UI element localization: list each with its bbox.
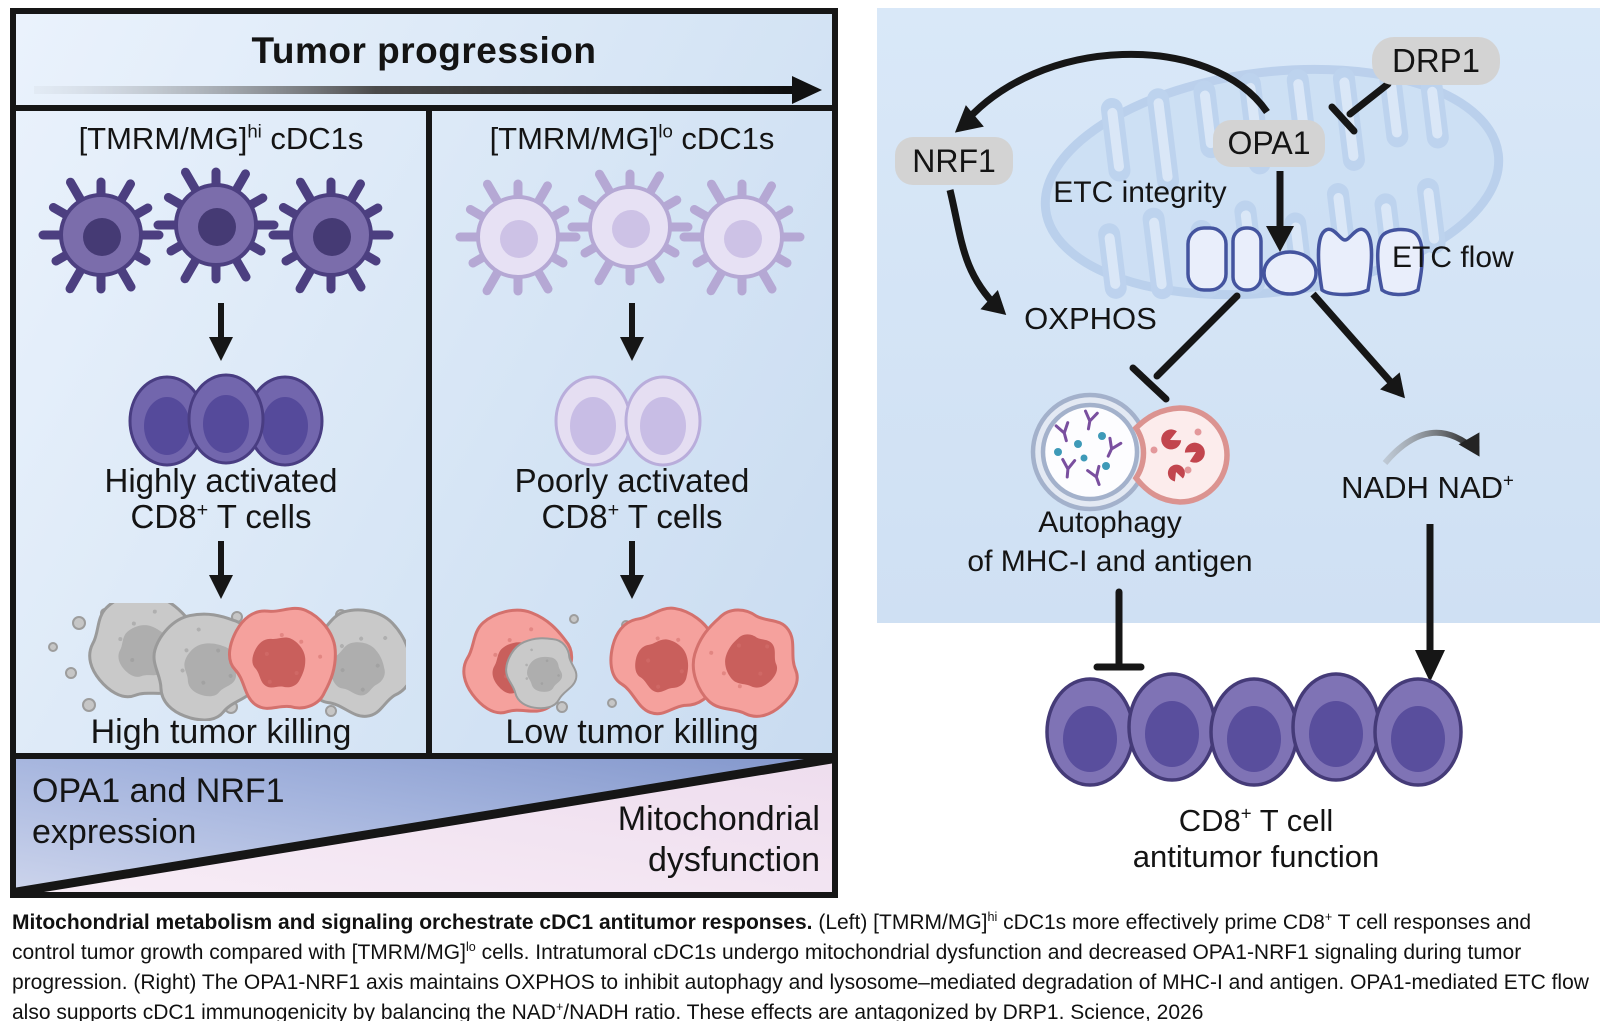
comparison-columns: [TMRM/MG]hi cDC1s Highly activated CD8+ … — [16, 111, 832, 759]
column-tmrm-hi: [TMRM/MG]hi cDC1s Highly activated CD8+ … — [16, 111, 426, 753]
killing-label: Low tumor killing — [505, 713, 759, 751]
left-panel: Tumor progression [TMRM/MG]hi cDC1s — [10, 8, 838, 898]
etc-integrity-label: ETC integrity — [1053, 176, 1227, 209]
down-arrow-icon — [602, 303, 662, 365]
tumor-killing-hi-illustration — [48, 603, 406, 721]
down-arrow-icon — [602, 541, 662, 603]
activation-label: Highly activated CD8+ T cells — [104, 462, 338, 535]
activated-tcells-illustration — [130, 375, 322, 465]
drp1-pill: DRP1 — [1372, 37, 1500, 85]
tumor-progression-arrow-icon — [34, 76, 822, 104]
opa1-pill: OPA1 — [1213, 120, 1325, 167]
mitochondrial-dysfunction-label: Mitochondrial dysfunction — [617, 800, 820, 879]
column-divider — [426, 111, 432, 753]
dendritic-cells-hi-illustration — [43, 172, 389, 289]
poorly-activated-tcells-illustration — [556, 377, 700, 465]
tumor-progression-title: Tumor progression — [251, 30, 597, 71]
cd8-tcells-illustration — [1045, 672, 1463, 787]
dendritic-cells-lo-illustration — [460, 174, 800, 291]
down-arrow-icon — [191, 303, 251, 365]
column-tmrm-lo-header: [TMRM/MG]lo cDC1s — [489, 120, 775, 156]
nadh-nad-label: NADH NAD+ — [1341, 469, 1514, 505]
activation-label: Poorly activated CD8+ T cells — [514, 462, 750, 535]
tumor-progression-header: Tumor progression — [16, 14, 832, 111]
down-arrow-icon — [191, 541, 251, 603]
autophagy-label-line2: of MHC-I and antigen — [967, 545, 1253, 578]
oxphos-label: OXPHOS — [1024, 301, 1157, 336]
column-tmrm-lo: [TMRM/MG]lo cDC1s Poorly activated CD8+ … — [432, 111, 832, 753]
right-panel — [877, 8, 1600, 623]
column-tmrm-hi-header: [TMRM/MG]hi cDC1s — [78, 120, 364, 156]
outcome-label-line2: antitumor function — [1132, 839, 1380, 874]
tumor-killing-lo-illustration — [454, 603, 808, 721]
outcome-label-line1: CD8+ T cell — [1178, 802, 1334, 838]
etc-flow-label: ETC flow — [1392, 241, 1514, 274]
gradient-bar: OPA1 and NRF1 expression Mitochondrial d… — [15, 754, 833, 897]
autophagy-label-line1: Autophagy — [1038, 506, 1182, 539]
nrf1-pill: NRF1 — [895, 137, 1013, 185]
gradient-bar-graphic — [15, 754, 833, 897]
opa1-nrf1-expression-label: OPA1 and NRF1 expression — [32, 772, 285, 851]
figure-caption: Mitochondrial metabolism and signaling o… — [12, 910, 1589, 1021]
killing-label: High tumor killing — [90, 713, 352, 751]
